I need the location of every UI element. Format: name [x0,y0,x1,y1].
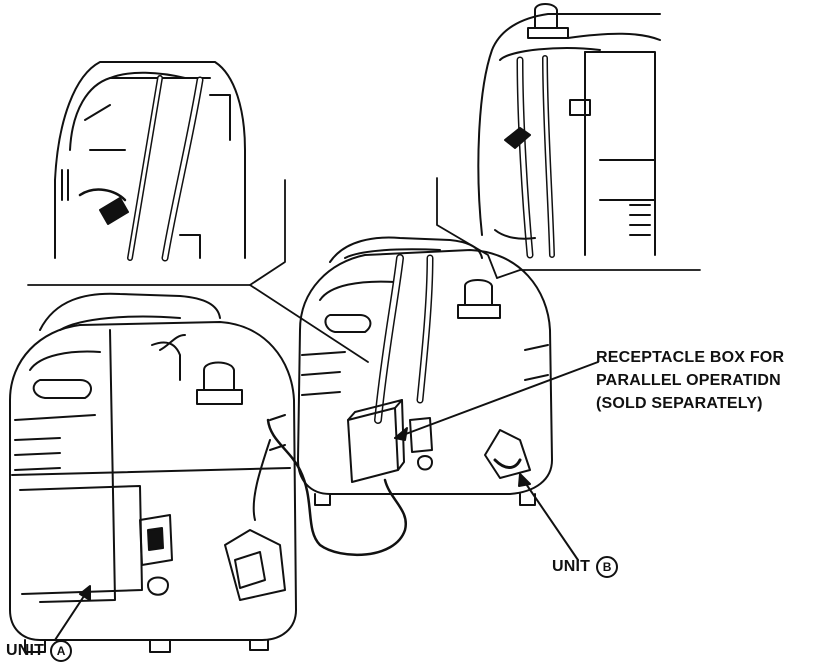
callout-lines [27,177,701,363]
receptacle-label-line1: RECEPTACLE BOX FOR [596,349,785,366]
unit-b-circled-letter: B [596,556,619,578]
unit-a-label: UNIT A [6,640,73,662]
detail-inset-strap-right [477,3,661,259]
receptacle-label-line3: (SOLD SEPARATELY) [596,395,763,412]
unit-b-label: UNIT B [552,556,619,578]
detail-inset-strap-left [54,61,246,262]
unit-b-text: UNIT [552,558,591,576]
receptacle-box-label: RECEPTACLE BOX FOR PARALLEL OPERATIDN (S… [596,346,784,415]
unit-a-circled-letter: A [50,640,73,662]
parallel-cable [252,418,408,556]
receptacle-label-line2: PARALLEL OPERATIDN [596,372,781,389]
pointer-arrows [54,361,599,641]
generator-unit-b [297,236,553,506]
unit-a-text: UNIT [6,642,45,660]
generator-unit-a [9,292,297,653]
